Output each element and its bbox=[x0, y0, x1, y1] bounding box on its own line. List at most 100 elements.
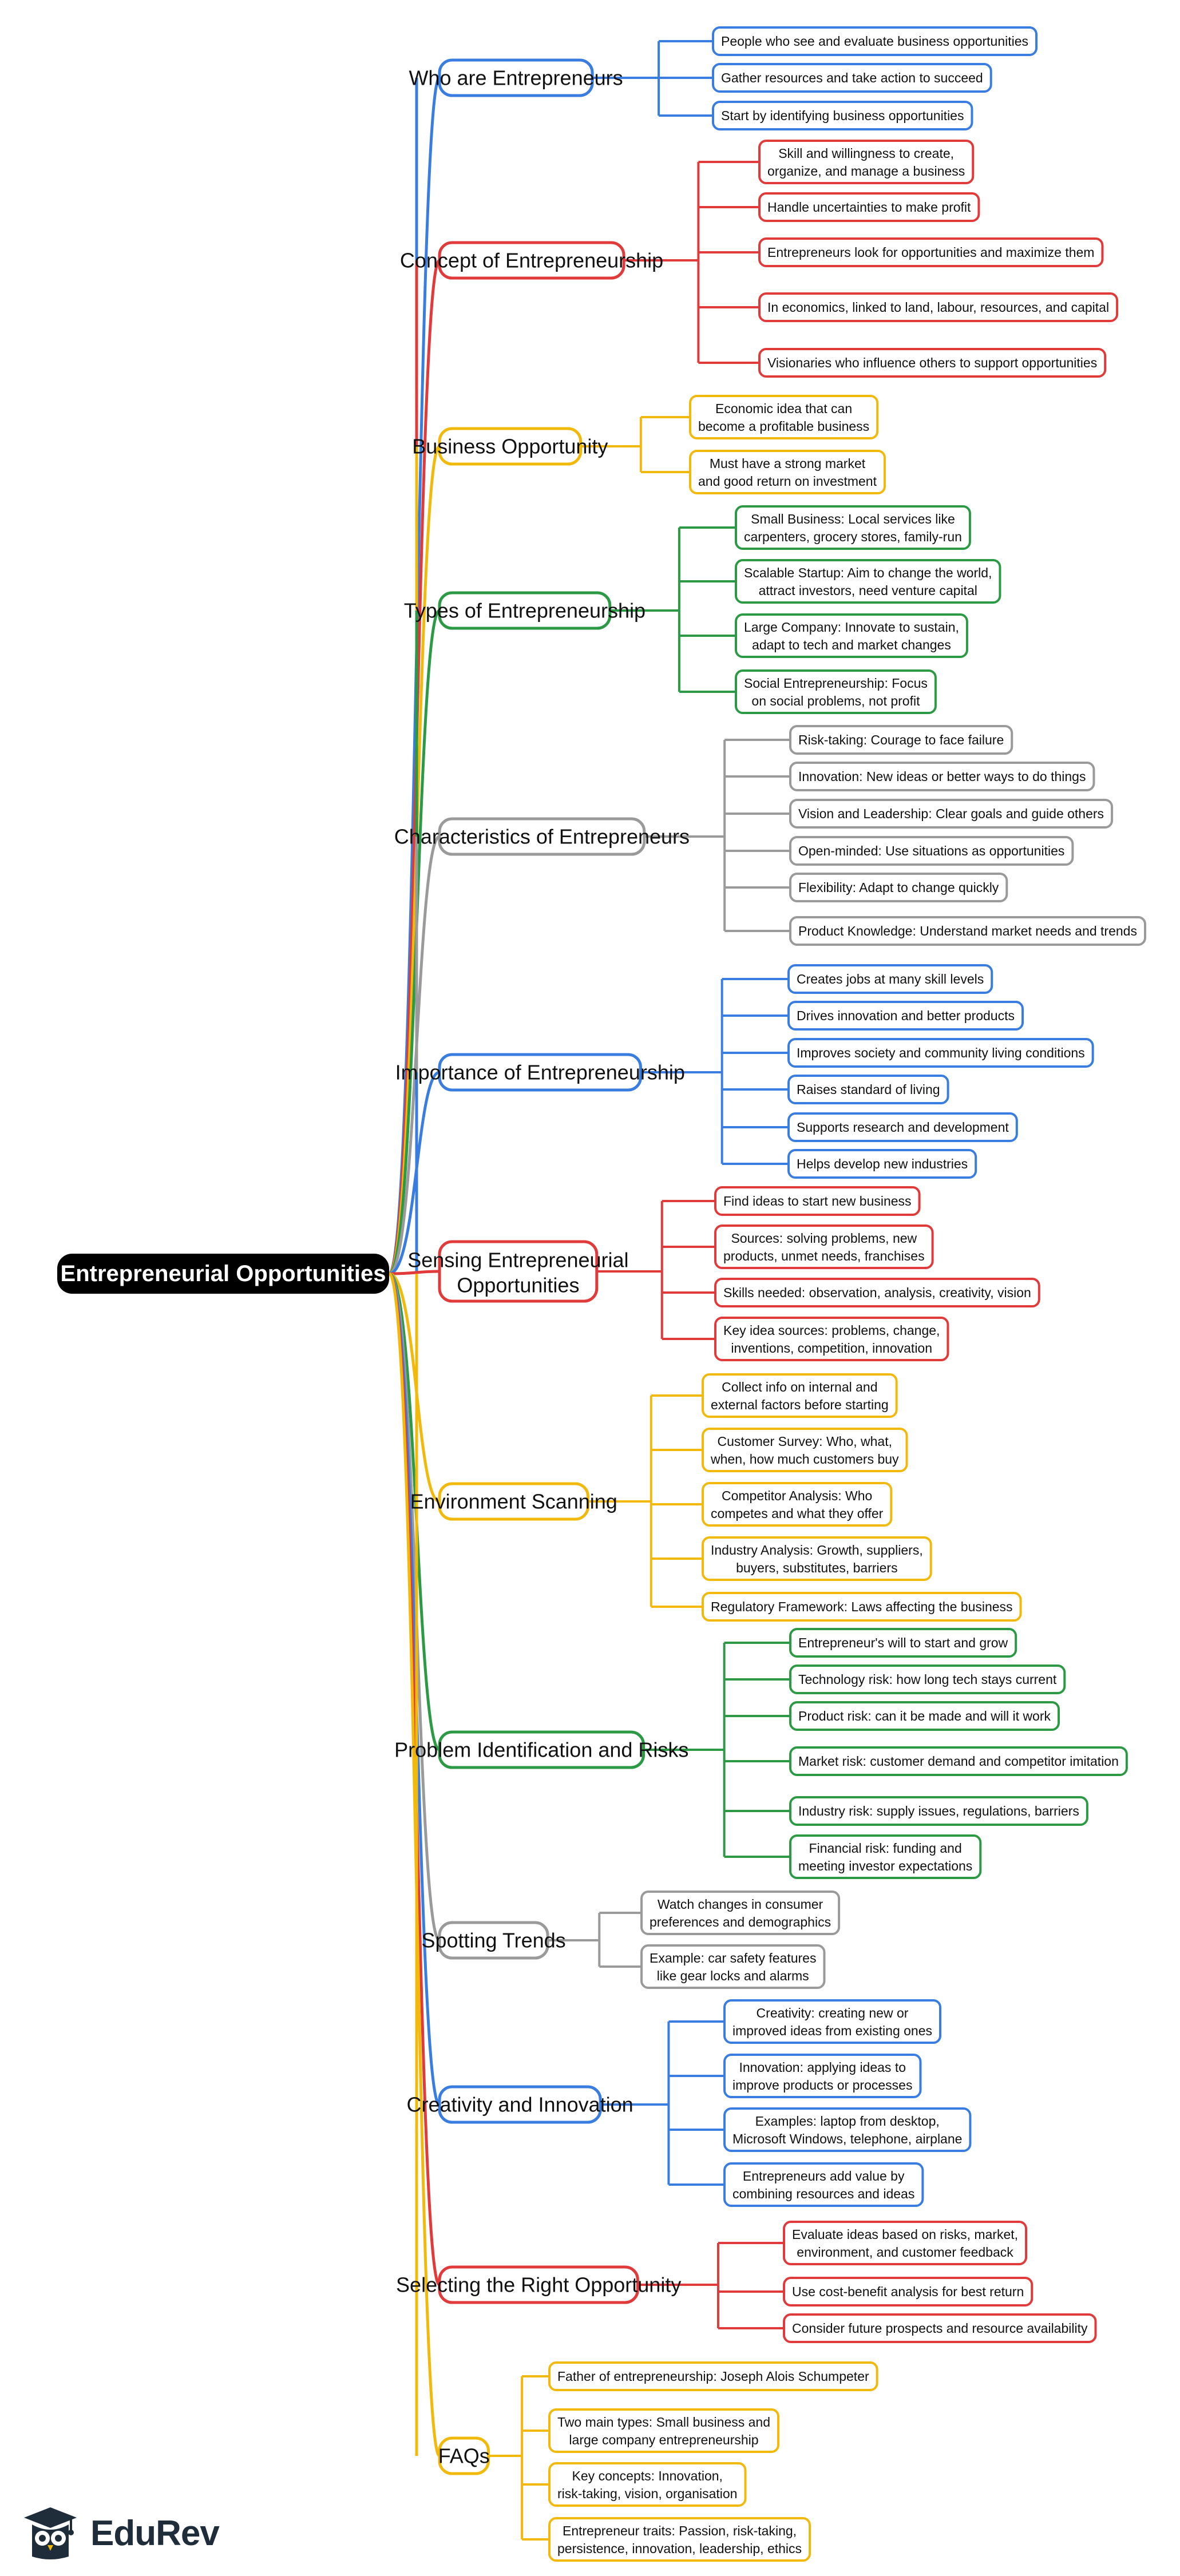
branch-node: Types of Entrepreneurship bbox=[404, 591, 646, 630]
leaf-node-box bbox=[787, 1001, 1024, 1031]
leaf-node-box bbox=[714, 1224, 934, 1269]
leaf-node-box bbox=[789, 916, 1146, 946]
leaf-node: Examples: laptop from desktop,Microsoft … bbox=[723, 2107, 972, 2152]
leaf-node: Handle uncertainties to make profit bbox=[758, 192, 980, 222]
branch-node-box bbox=[438, 1921, 549, 1960]
branch-label: Concept of Entrepreneurship bbox=[400, 249, 663, 272]
leaf-node-box bbox=[735, 669, 937, 714]
leaf-nodes: People who see and evaluate business opp… bbox=[548, 26, 1146, 2562]
leaf-node-box bbox=[723, 2162, 924, 2207]
leaf-node: Father of entrepreneurship: Joseph Alois… bbox=[548, 2361, 878, 2391]
leaf-node-box bbox=[548, 2517, 811, 2562]
leaf-node-box bbox=[723, 2107, 972, 2152]
branch-label: Environment Scanning bbox=[410, 1490, 617, 1513]
leaf-node: Supports research and development bbox=[787, 1112, 1018, 1142]
leaf-label: Creates jobs at many skill levels bbox=[797, 972, 984, 986]
branch-node-box bbox=[438, 241, 625, 280]
branch-node: Creativity and Innovation bbox=[406, 2085, 633, 2124]
leaf-node: Skill and willingness to create,organize… bbox=[758, 140, 975, 184]
leaf-label: Improves society and community living co… bbox=[797, 1045, 1085, 1060]
branch-node-box bbox=[438, 58, 594, 97]
leaf-label: Key idea sources: problems, change,inven… bbox=[723, 1323, 940, 1356]
leaf-node: Scalable Startup: Aim to change the worl… bbox=[735, 559, 1001, 604]
leaf-label: Industry Analysis: Growth, suppliers,buy… bbox=[711, 1543, 923, 1575]
leaf-node: Industry Analysis: Growth, suppliers,buy… bbox=[702, 1536, 932, 1581]
leaf-label: Flexibility: Adapt to change quickly bbox=[798, 880, 999, 895]
leaf-label: Product Knowledge: Understand market nee… bbox=[798, 924, 1137, 938]
branch-label: Creativity and Innovation bbox=[406, 2093, 633, 2117]
leaf-node-box bbox=[758, 348, 1107, 378]
leaf-node-box bbox=[787, 1038, 1094, 1068]
leaf-node-box bbox=[735, 559, 1001, 604]
branch-node-box bbox=[438, 2265, 639, 2304]
leaf-node-box bbox=[758, 140, 975, 184]
leaf-label: Industry risk: supply issues, regulation… bbox=[798, 1804, 1079, 1818]
branch-node-box bbox=[438, 1482, 589, 1521]
leaf-node: Customer Survey: Who, what,when, how muc… bbox=[702, 1428, 908, 1472]
branch-label: Who are Entrepreneurs bbox=[409, 66, 623, 90]
leaf-node-box bbox=[789, 1796, 1088, 1826]
leaf-node: Key concepts: Innovation,risk-taking, vi… bbox=[548, 2462, 747, 2507]
leaf-label: Skills needed: observation, analysis, cr… bbox=[723, 1285, 1031, 1300]
leaf-label: Handle uncertainties to make profit bbox=[767, 200, 971, 215]
leaf-node: Product Knowledge: Understand market nee… bbox=[789, 916, 1146, 946]
branch-node-box bbox=[438, 2085, 602, 2124]
leaf-node-box bbox=[783, 2221, 1028, 2265]
leaf-node: Use cost-benefit analysis for best retur… bbox=[783, 2277, 1034, 2306]
leaf-node: Start by identifying business opportunit… bbox=[712, 101, 973, 130]
branch-node-box bbox=[438, 2436, 490, 2475]
leaf-node: Helps develop new industries bbox=[787, 1149, 977, 1179]
leaf-node-box bbox=[712, 101, 973, 130]
leaf-label: Helps develop new industries bbox=[797, 1156, 968, 1171]
leaf-node: Entrepreneurs look for opportunities and… bbox=[758, 237, 1104, 267]
leaf-node: Entrepreneur traits: Passion, risk-takin… bbox=[548, 2517, 811, 2562]
branch-label: Business Opportunity bbox=[412, 435, 608, 458]
leaf-label: Find ideas to start new business bbox=[723, 1194, 912, 1208]
leaf-label: Vision and Leadership: Clear goals and g… bbox=[798, 806, 1104, 821]
leaf-node: Technology risk: how long tech stays cur… bbox=[789, 1665, 1066, 1694]
branch-node: Who are Entrepreneurs bbox=[409, 58, 623, 97]
branch-node: Characteristics of Entrepreneurs bbox=[394, 817, 690, 856]
leaf-label: Entrepreneur traits: Passion, risk-takin… bbox=[557, 2523, 802, 2556]
leaf-label: Product risk: can it be made and will it… bbox=[798, 1709, 1051, 1723]
leaf-node-box bbox=[548, 2408, 780, 2453]
branch-label: Spotting Trends bbox=[421, 1929, 565, 1952]
leaf-node-box bbox=[758, 292, 1119, 322]
branch-node: FAQs bbox=[438, 2436, 490, 2475]
leaf-node-box bbox=[689, 450, 886, 494]
leaf-node: In economics, linked to land, labour, re… bbox=[758, 292, 1119, 322]
leaf-node-box bbox=[787, 1112, 1018, 1142]
branch-node: Environment Scanning bbox=[410, 1482, 617, 1521]
leaf-node: Consider future prospects and resource a… bbox=[783, 2313, 1097, 2343]
leaf-node-box bbox=[758, 192, 980, 222]
leaf-node-box bbox=[702, 1373, 898, 1418]
leaf-node-box bbox=[712, 63, 992, 93]
leaf-label: Consider future prospects and resource a… bbox=[792, 2321, 1088, 2336]
leaf-label: In economics, linked to land, labour, re… bbox=[767, 300, 1109, 315]
leaf-node-box bbox=[789, 799, 1114, 829]
leaf-label: Examples: laptop from desktop,Microsoft … bbox=[732, 2114, 962, 2146]
leaf-node-box bbox=[702, 1592, 1022, 1622]
leaf-node-box bbox=[789, 836, 1074, 866]
leaf-node: Visionaries who influence others to supp… bbox=[758, 348, 1107, 378]
leaf-node: Open-minded: Use situations as opportuni… bbox=[789, 836, 1074, 866]
leaf-node: Large Company: Innovate to sustain,adapt… bbox=[735, 613, 968, 658]
leaf-node-box bbox=[787, 964, 993, 994]
leaf-label: Customer Survey: Who, what,when, how muc… bbox=[710, 1434, 899, 1467]
leaf-node: Flexibility: Adapt to change quickly bbox=[789, 873, 1008, 902]
